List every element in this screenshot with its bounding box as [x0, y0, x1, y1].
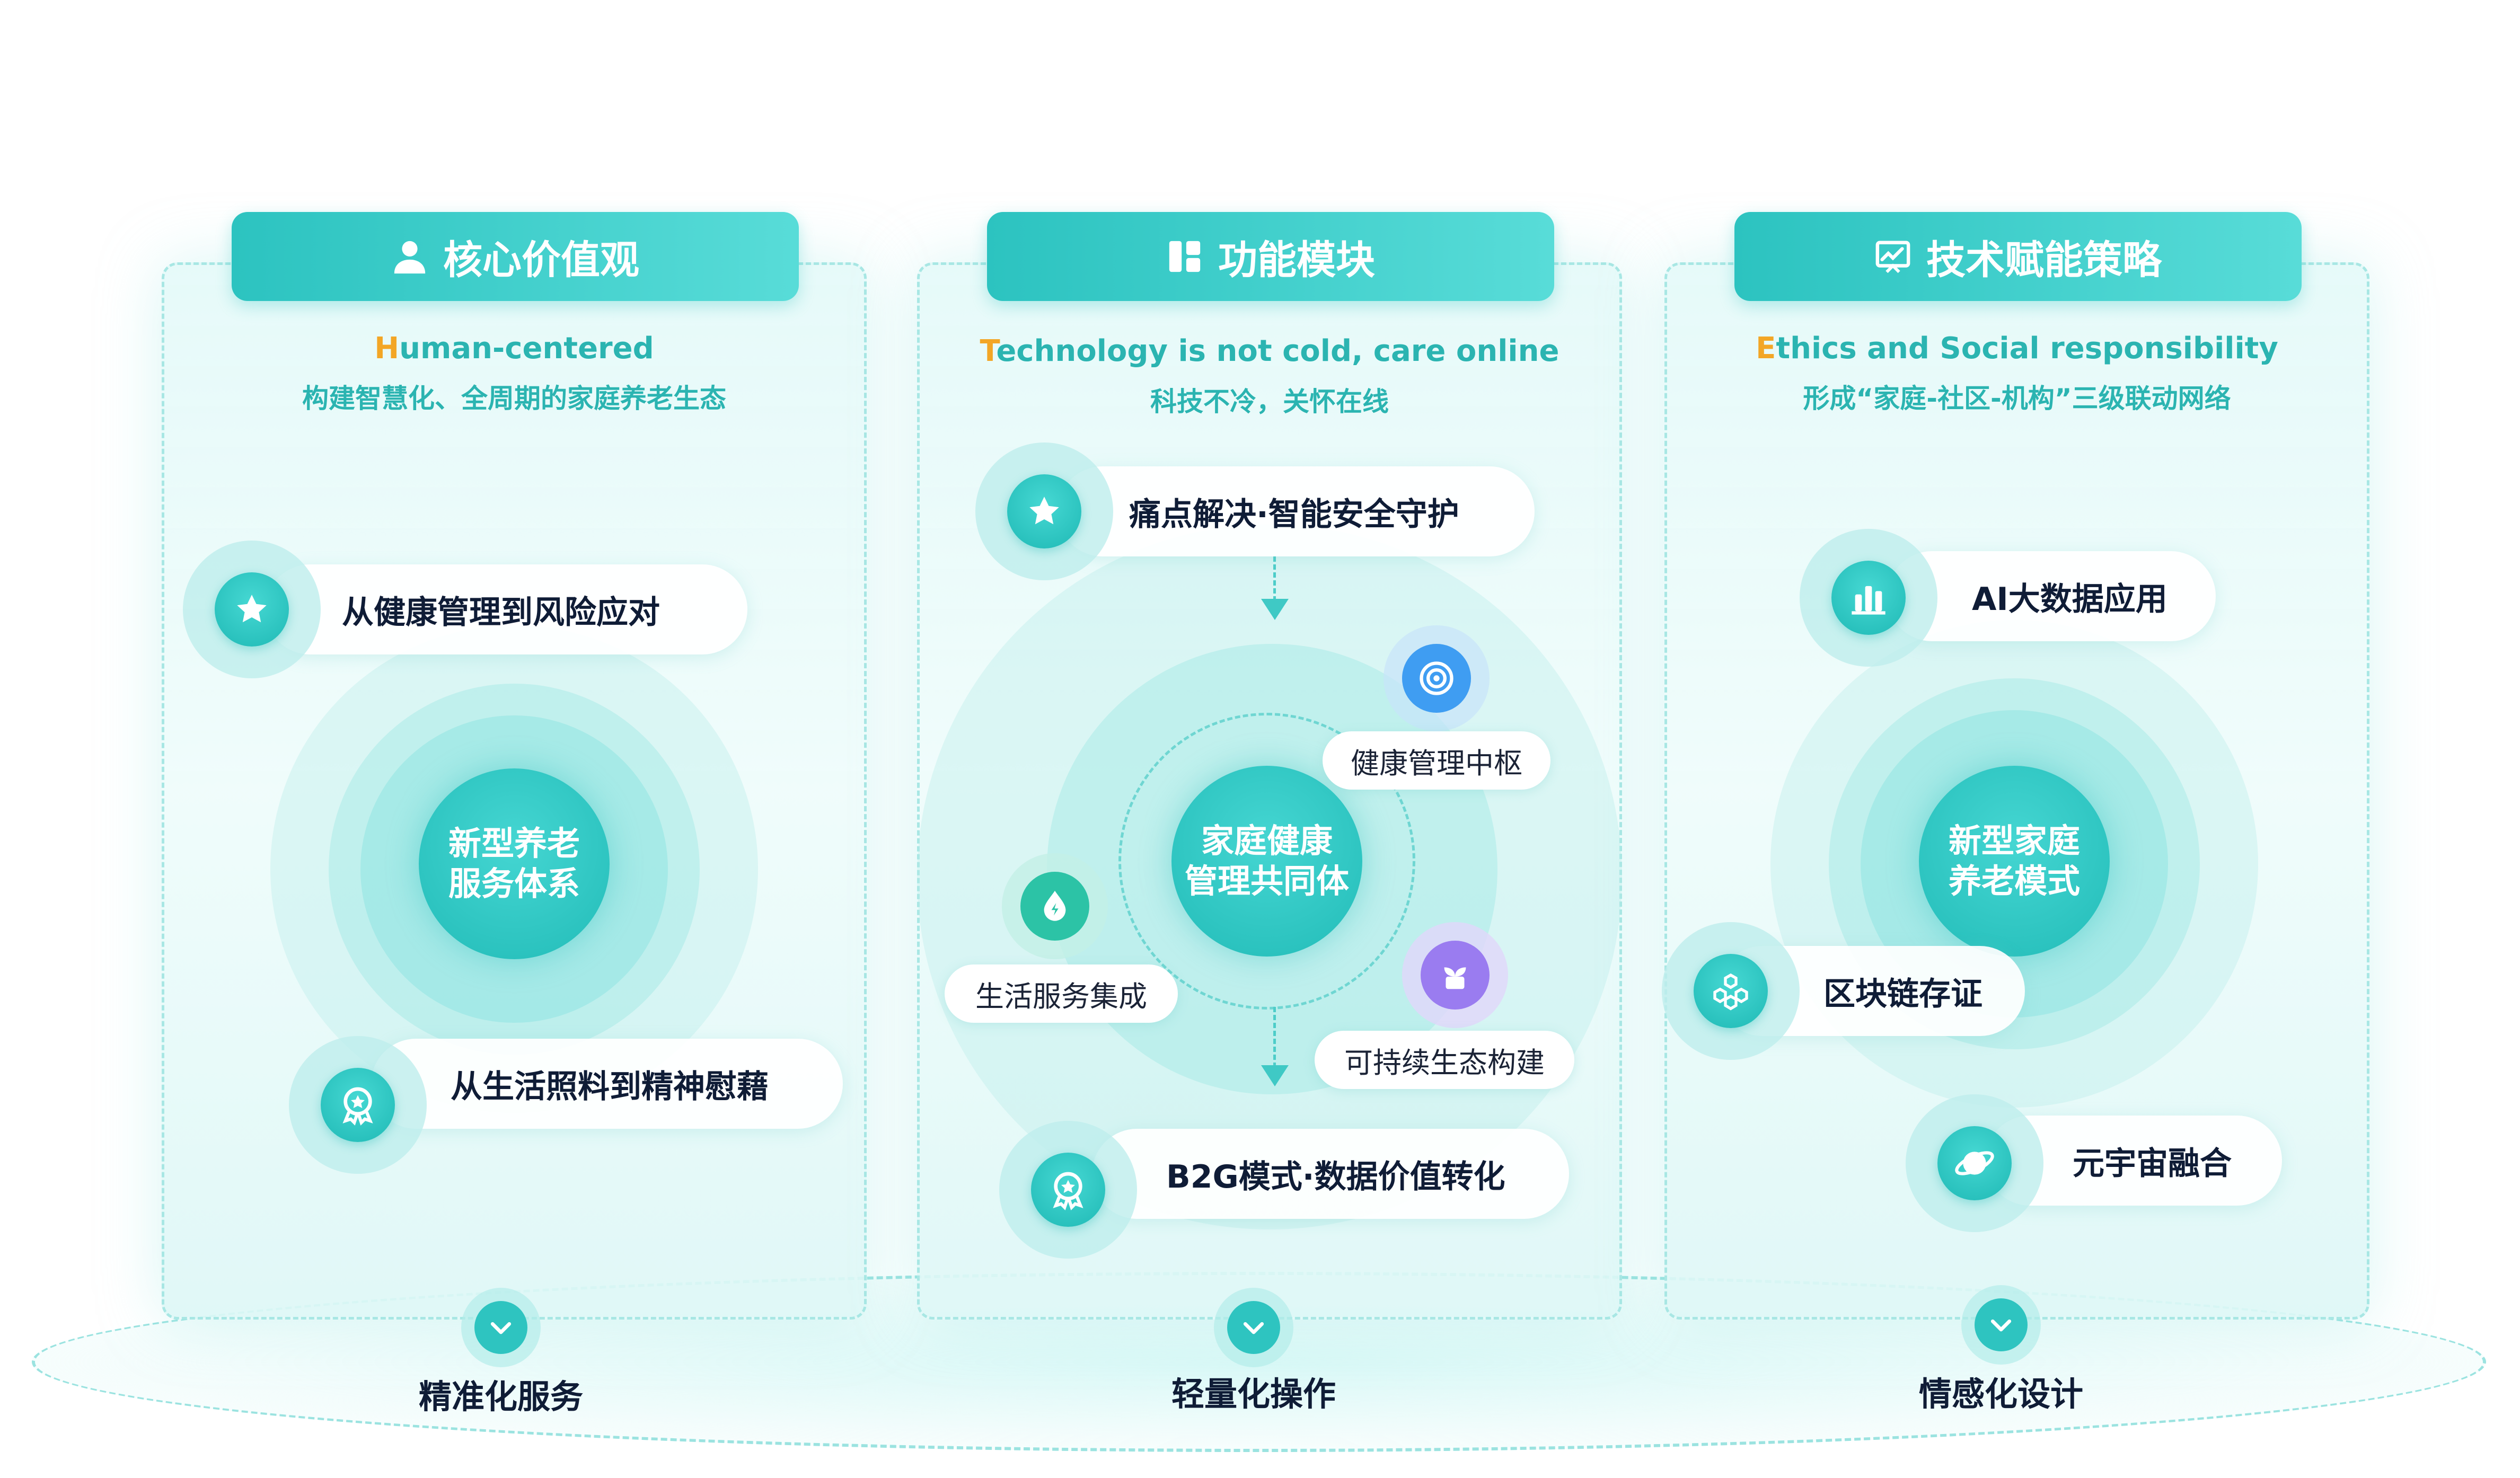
badge-award [289, 1036, 427, 1174]
header-function-modules: 功能模块 [987, 212, 1554, 301]
node-life-service [1002, 853, 1108, 959]
badge-planet [1906, 1094, 2043, 1232]
subtitle-cn: 构建智慧化、全周期的家庭养老生态 [302, 383, 726, 414]
header-title: 技术赋能策略 [1926, 237, 2162, 283]
star-icon [237, 595, 267, 623]
star-icon [1029, 497, 1059, 525]
subtitle-en: Human-centered [374, 331, 654, 366]
award-icon [342, 1087, 373, 1126]
award-icon [1053, 1172, 1083, 1210]
badge-bar-chart [1800, 529, 1937, 667]
header-core-values: 核心价值观 [232, 212, 799, 301]
pill-ai-bigdata: AI大数据应用 [1887, 551, 2216, 641]
plant-icon [1444, 967, 1466, 989]
subtitle-en: Ethics and Social responsibility [1756, 331, 2278, 366]
badge-award [999, 1121, 1137, 1259]
pill-health-to-risk: 从健康管理到风险应对 [265, 564, 747, 654]
subtitle-cn: 形成“家庭-社区-机构”三级联动网络 [1803, 383, 2231, 414]
chevron-down-icon [490, 1322, 512, 1334]
subtitle-cn: 科技不冷，关怀在线 [1150, 386, 1389, 417]
bottom-label: 情感化设计 [1918, 1375, 2083, 1413]
blockchain-icon [1713, 973, 1748, 1011]
chevron-down-col2[interactable] [1214, 1288, 1293, 1367]
small-pill-ecology: 可持续生态构建 [1315, 1031, 1574, 1089]
core-circle: 家庭健康管理共同体 [1171, 766, 1362, 957]
user-icon [394, 241, 426, 274]
header-title: 功能模块 [1218, 237, 1375, 283]
chevron-down-icon [1243, 1322, 1264, 1334]
chart-icon [1875, 241, 1910, 273]
arrow-head-top [1261, 599, 1289, 620]
chevron-down-col3[interactable] [1961, 1285, 2041, 1365]
small-pill-life-service: 生活服务集成 [945, 964, 1178, 1023]
bottom-label: 精准化服务 [418, 1377, 583, 1416]
badge-star [975, 442, 1113, 580]
ring-dashed [1118, 713, 1415, 1010]
pill-b2g: B2G模式·数据价值转化 [1092, 1129, 1569, 1219]
chevron-down-col1[interactable] [461, 1288, 541, 1367]
planet-icon [1955, 1151, 1994, 1175]
badge-star [183, 541, 321, 678]
pill-care-to-comfort: 从生活照料到精神慰藉 [371, 1039, 843, 1129]
arrow-head-bottom [1261, 1065, 1289, 1086]
bottom-label: 轻量化操作 [1171, 1375, 1336, 1413]
node-ecology [1402, 922, 1508, 1028]
chevron-down-icon [1990, 1319, 2012, 1332]
arrow-line-top [1273, 556, 1276, 609]
header-title: 核心价值观 [443, 237, 639, 283]
subtitle-en: Technology is not cold, care online [980, 334, 1559, 368]
arrow-line-bottom [1273, 1007, 1276, 1076]
bar-chart-icon [1852, 586, 1885, 615]
core-circle: 新型家庭养老模式 [1919, 766, 2110, 957]
node-health-hub [1384, 625, 1490, 731]
small-pill-health-hub: 健康管理中枢 [1323, 731, 1550, 790]
pill-pain-point: 痛点解决·智能安全守护 [1058, 466, 1535, 556]
header-tech-strategy: 技术赋能策略 [1734, 212, 2302, 301]
badge-blockchain [1662, 922, 1800, 1060]
core-circle: 新型养老服务体系 [419, 768, 610, 959]
grid-icon [1169, 241, 1201, 272]
drop-icon [1044, 890, 1066, 921]
target-icon [1420, 661, 1453, 695]
